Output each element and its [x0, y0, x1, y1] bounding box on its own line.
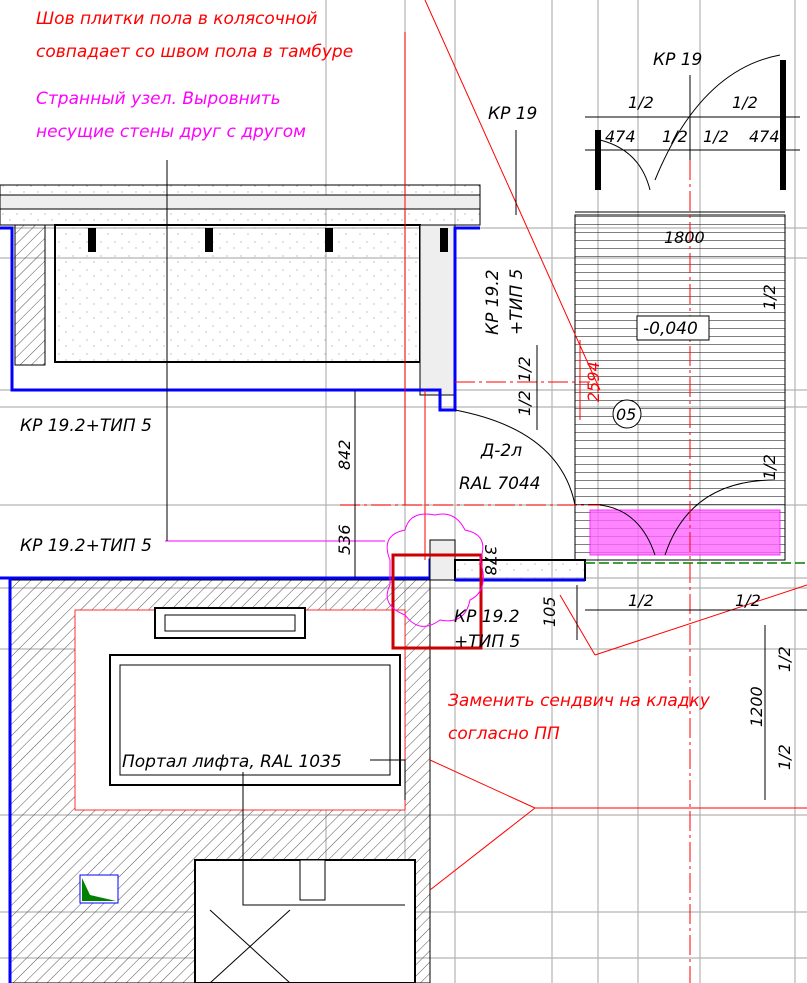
dim-2594: 2594 — [584, 361, 603, 402]
note-replace-sandwich-line2: согласно ПП — [448, 724, 560, 744]
label-room-number: 05 — [616, 405, 636, 424]
label-kr19-top: КР 19 — [653, 50, 702, 70]
dim-half: 1/2 — [703, 127, 729, 146]
dim-1200: 1200 — [747, 686, 766, 727]
annotation-lines — [340, 0, 807, 983]
label-kr192-center-line1: КР 19.2 — [454, 607, 520, 627]
label-kr192-center-line2: +ТИП 5 — [454, 632, 520, 652]
dim-half: 1/2 — [515, 356, 534, 382]
dim-half: 1/2 — [775, 744, 794, 770]
vestibule-floor — [454, 54, 807, 564]
label-kr192-vertical: КР 19.2 +ТИП 5 — [483, 269, 527, 335]
note-strange-node-line2: несущие стены друг с другом — [36, 122, 306, 142]
label-door: Д-2л — [480, 441, 522, 461]
dim-474: 474 — [749, 127, 780, 146]
label-kr192-left-2: КР 19.2+ТИП 5 — [20, 536, 152, 556]
dim-105: 105 — [540, 596, 559, 627]
note-strange-node-line1: Странный узел. Выровнить — [36, 89, 281, 109]
revision-cloud — [165, 513, 484, 627]
dim-474: 474 — [605, 127, 636, 146]
dim-half: 1/2 — [775, 646, 794, 672]
note-floor-seam-line1: Шов плитки пола в колясочной — [36, 9, 317, 29]
label-kr192-left-1: КР 19.2+ТИП 5 — [20, 416, 152, 436]
label-door-ral: RAL 7044 — [459, 474, 541, 494]
note-replace-sandwich-line1: Заменить сендвич на кладку — [448, 691, 711, 711]
level-mark-box — [636, 315, 710, 341]
label-kr192-vertical-line1: КР 19.2 — [483, 269, 503, 335]
lower-wall — [0, 539, 586, 983]
room-number-circle — [612, 399, 642, 429]
dim-536: 536 — [335, 524, 354, 555]
dim-842: 842 — [335, 439, 354, 470]
label-kr19-left: КР 19 — [488, 104, 537, 124]
upper-wall — [0, 184, 481, 412]
dim-half: 1/2 — [732, 93, 758, 112]
label-kr192-vertical-line2: +ТИП 5 — [507, 269, 527, 335]
label-elevator-portal: Портал лифта, RAL 1035 — [122, 752, 342, 772]
dim-half: 1/2 — [735, 591, 761, 610]
dim-half: 1/2 — [760, 284, 779, 310]
dim-half: 1/2 — [628, 93, 654, 112]
dimension-texts: 1/2 1/2 474 1/2 1/2 474 1800 1/2 1/2 1/2… — [335, 93, 794, 770]
note-floor-seam-line2: совпадает со швом пола в тамбуре — [36, 42, 353, 62]
dim-half: 1/2 — [760, 454, 779, 480]
dimension-lines — [166, 75, 807, 906]
dim-half: 1/2 — [515, 390, 534, 416]
dim-1800: 1800 — [664, 228, 705, 247]
dim-half: 1/2 — [662, 127, 688, 146]
label-level: -0,040 — [643, 319, 698, 339]
dim-378: 378 — [481, 545, 500, 576]
dim-half: 1/2 — [628, 591, 654, 610]
